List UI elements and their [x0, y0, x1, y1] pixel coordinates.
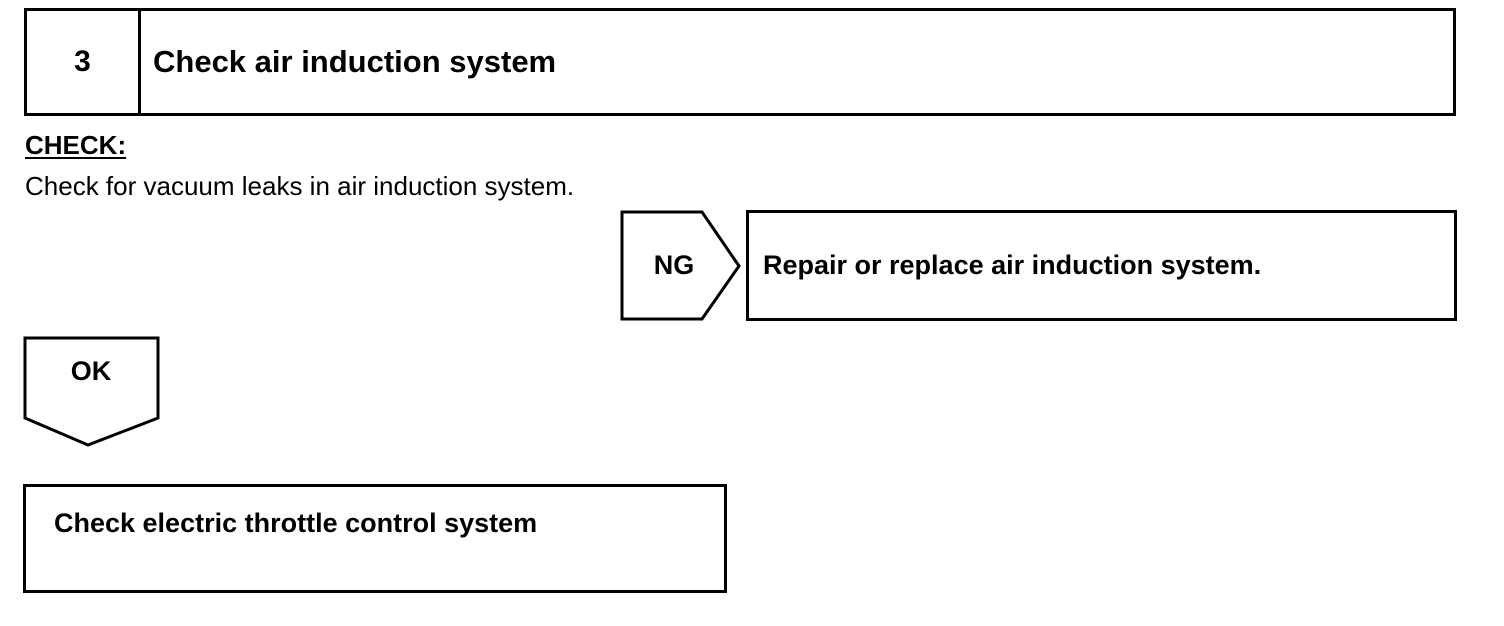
next-step-text: Check electric throttle control system	[54, 508, 538, 538]
check-heading: CHECK:	[25, 130, 127, 160]
step-title: Check air induction system	[153, 44, 557, 79]
step-header-box: 3 Check air induction system	[24, 8, 1456, 116]
next-step-box: Check electric throttle control system	[23, 484, 727, 593]
ok-label: OK	[70, 356, 112, 386]
ng-action-box: Repair or replace air induction system.	[746, 210, 1457, 321]
step-number: 3	[27, 11, 141, 113]
ng-label: NG	[653, 249, 695, 280]
ok-arrow-shape	[23, 336, 160, 447]
ng-arrow-shape	[620, 210, 741, 321]
check-instruction: Check for vacuum leaks in air induction …	[25, 171, 575, 201]
ng-action-text: Repair or replace air induction system.	[763, 250, 1262, 280]
